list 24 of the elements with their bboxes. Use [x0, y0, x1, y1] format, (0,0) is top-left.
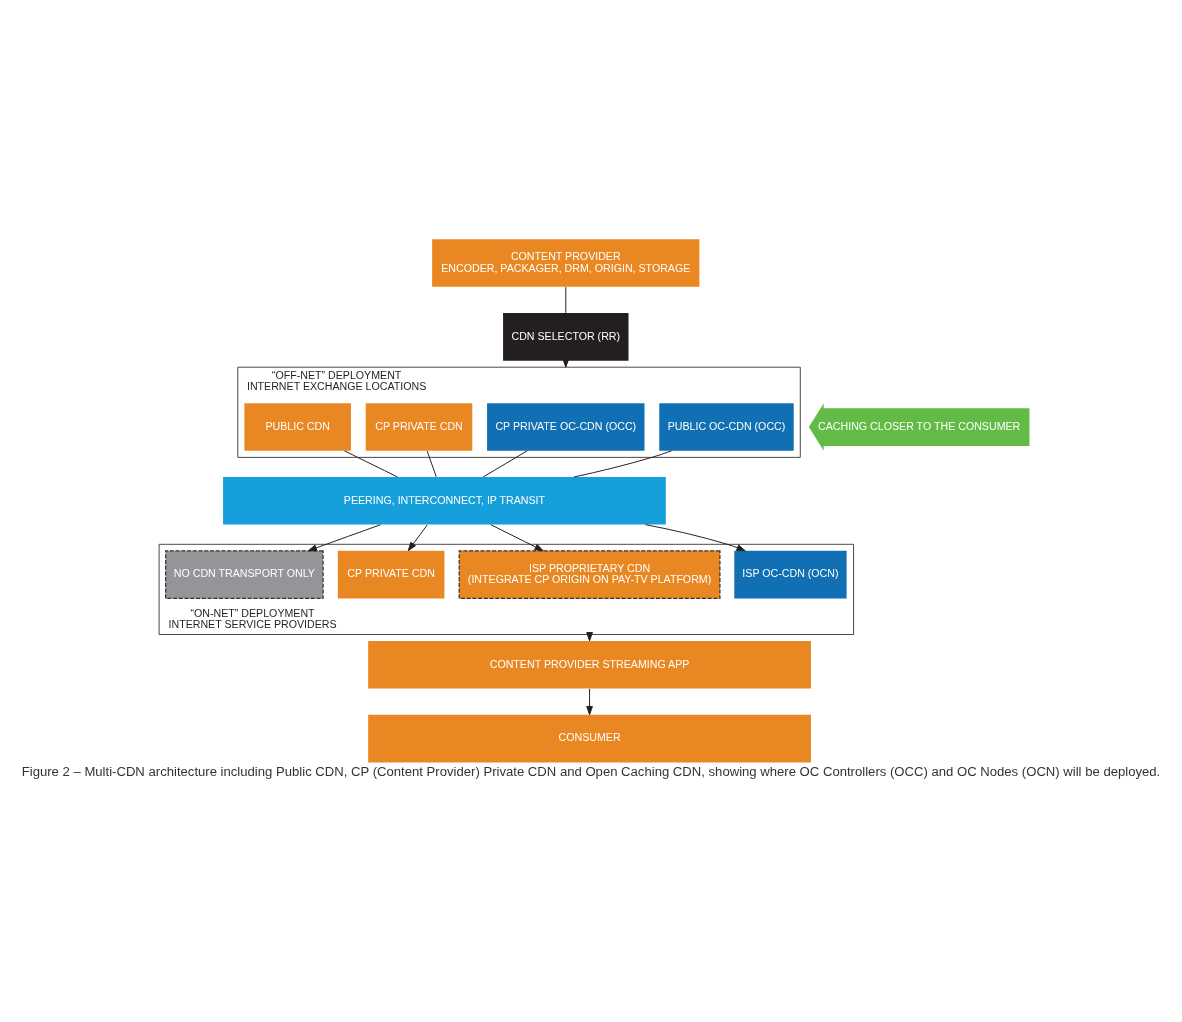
- label: CACHING CLOSER TO THE CONSUMER: [818, 419, 1021, 432]
- arrow: [307, 523, 382, 551]
- connector: [344, 449, 399, 477]
- node-box: CONTENT PROVIDER ENCODER, PACKAGER, DRM, ORIGIN, STORAGE: [432, 238, 700, 287]
- node-box: ISP PROPRIETARY CDN (INTEGRATE CP ORIGIN ON PAY-TV PLATFORM): [458, 549, 721, 599]
- caption: Figure 2 – Multi-CDN architecture including Public CDN, CP (Content Provider) Private CDN and Open Caching CDN, showing where OC Controllers (OCC) and OC Nodes (OCN) will be deployed.: [21, 763, 1161, 779]
- arrow: [490, 523, 544, 551]
- node-box: CP PRIVATE OC-CDN (OCC): [487, 402, 645, 451]
- node-box: NO CDN TRANSPORT ONLY: [165, 549, 324, 599]
- node-box: PUBLIC OC-CDN (OCC): [659, 402, 794, 451]
- connector: [573, 449, 672, 477]
- node-box: CONSUMER: [368, 714, 811, 762]
- arrow: [644, 523, 746, 551]
- node-box: CONTENT PROVIDER STREAMING APP: [368, 640, 811, 689]
- connector: [426, 450, 437, 477]
- node-box: PUBLIC CDN: [244, 402, 351, 451]
- node-box: ISP OC-CDN (OCN): [734, 550, 847, 598]
- arrow: [586, 687, 593, 715]
- node-box: CP PRIVATE CDN: [337, 550, 445, 598]
- node-box: PEERING, INTERCONNECT, IP TRANSIT: [223, 476, 666, 525]
- connector: [482, 449, 528, 477]
- arrow: [407, 523, 428, 551]
- node-box: CP PRIVATE CDN: [365, 402, 473, 451]
- connector: [565, 286, 567, 313]
